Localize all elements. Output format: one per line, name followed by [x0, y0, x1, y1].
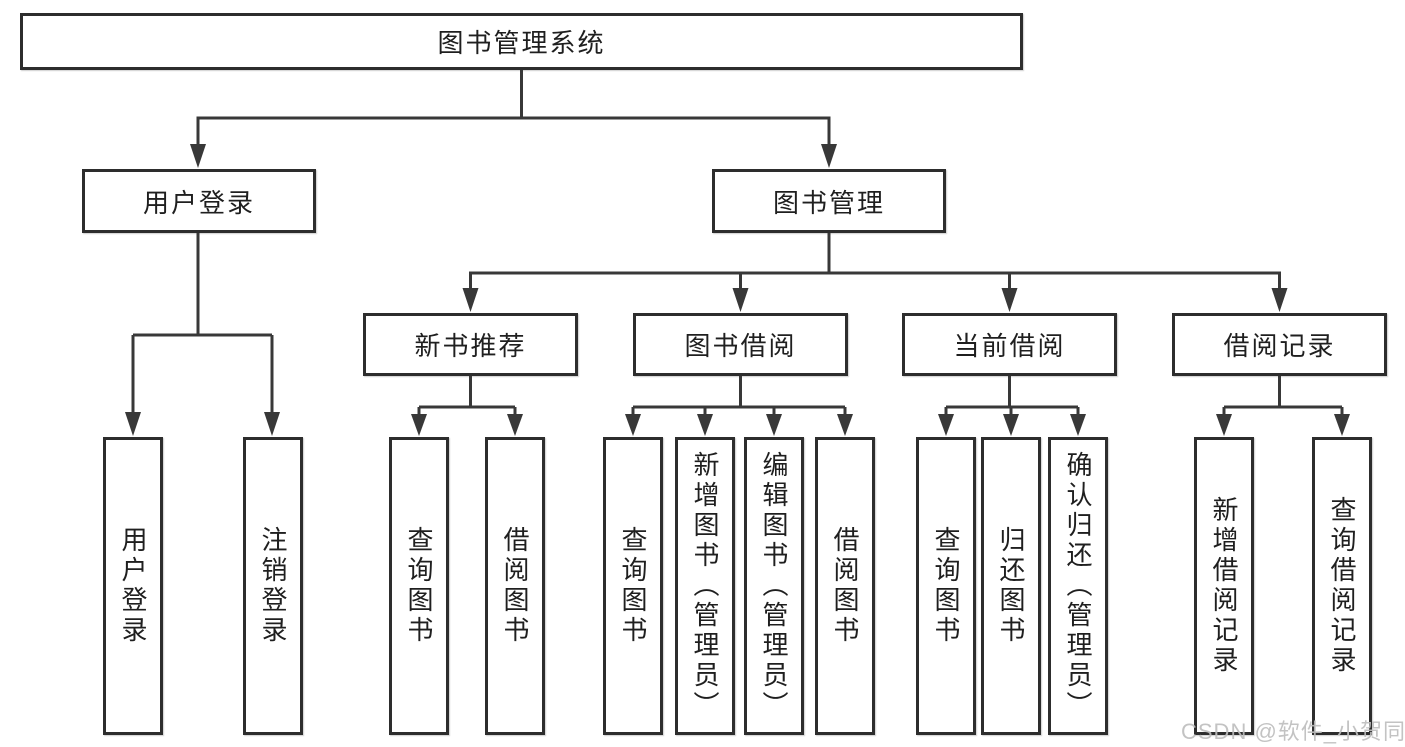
node-book-management: 图书管理: [712, 169, 946, 233]
node-book-borrow: 图书借阅: [633, 313, 848, 376]
node-new-book-recommend: 新书推荐: [363, 313, 578, 376]
node-borrow-records-label: 借阅记录: [1223, 331, 1336, 361]
leaf-return-books: 归还图书: [981, 437, 1041, 735]
node-book-management-label: 图书管理: [772, 187, 885, 218]
leaf-logout-label: 注销登录: [258, 526, 288, 646]
node-root-label: 图书管理系统: [437, 28, 606, 58]
leaf-borrow-books-1: 借阅图书: [485, 437, 545, 735]
leaf-query-books-2-label: 查询图书: [618, 526, 648, 646]
leaf-confirm-return-admin: 确认归还（管理员）: [1048, 437, 1108, 735]
leaf-borrow-books-1-label: 借阅图书: [500, 526, 530, 646]
leaf-add-borrow-record: 新增借阅记录: [1194, 437, 1254, 735]
node-user-login: 用户登录: [82, 169, 316, 233]
leaf-query-books-3: 查询图书: [916, 437, 976, 735]
node-user-login-label: 用户登录: [142, 187, 255, 218]
leaf-return-books-label: 归还图书: [996, 526, 1026, 646]
leaf-borrow-books-2-label: 借阅图书: [830, 526, 860, 646]
node-current-borrow-label: 当前借阅: [953, 331, 1066, 361]
leaf-edit-books-admin: 编辑图书（管理员）: [744, 437, 804, 735]
leaf-borrow-books-2: 借阅图书: [815, 437, 875, 735]
leaf-query-borrow-record: 查询借阅记录: [1312, 437, 1372, 735]
leaf-query-books-3-label: 查询图书: [931, 526, 961, 646]
node-new-book-recommend-label: 新书推荐: [414, 331, 527, 361]
leaf-query-borrow-record-label: 查询借阅记录: [1327, 496, 1357, 676]
node-root-system: 图书管理系统: [20, 13, 1023, 70]
node-book-borrow-label: 图书借阅: [684, 331, 797, 361]
leaf-query-books-1-label: 查询图书: [404, 526, 434, 646]
leaf-query-books-2: 查询图书: [603, 437, 663, 735]
leaf-user-login: 用户登录: [103, 437, 163, 735]
leaf-logout: 注销登录: [243, 437, 303, 735]
leaf-add-books-admin: 新增图书（管理员）: [675, 437, 735, 735]
leaf-query-books-1: 查询图书: [389, 437, 449, 735]
leaf-add-borrow-record-label: 新增借阅记录: [1209, 496, 1239, 676]
csdn-watermark: CSDN @软件_小贺同学: [1181, 719, 1405, 744]
leaf-edit-books-admin-label: 编辑图书（管理员）: [759, 451, 789, 721]
leaf-add-books-admin-label: 新增图书（管理员）: [690, 451, 720, 721]
leaf-user-login-label: 用户登录: [118, 526, 148, 646]
leaf-confirm-return-admin-label: 确认归还（管理员）: [1063, 451, 1093, 721]
node-borrow-records: 借阅记录: [1172, 313, 1387, 376]
node-current-borrow: 当前借阅: [902, 313, 1117, 376]
